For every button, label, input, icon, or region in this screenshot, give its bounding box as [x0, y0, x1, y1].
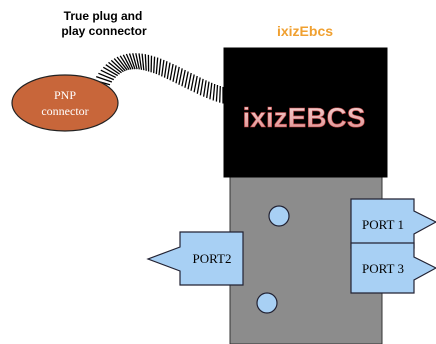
cable-coil-segment: [215, 84, 219, 102]
cable-coil-segment: [144, 54, 147, 71]
cable-coil-segment: [196, 77, 201, 94]
cable-coil-segment: [175, 66, 180, 84]
cable-coil-segment: [155, 57, 159, 75]
device-logo: ixizEBCS: [243, 102, 366, 133]
cable-coil-segment: [199, 78, 204, 96]
cable-coil-segment: [172, 65, 177, 82]
port1-label: PORT 1: [362, 217, 404, 232]
cable-coil-segment: [184, 71, 189, 88]
cable-coil-segment: [206, 81, 210, 99]
port2-label: PORT2: [193, 251, 232, 266]
cable-coil-segment: [138, 53, 143, 70]
cable-coil-segment: [105, 64, 120, 75]
cable-coil-segment: [161, 59, 165, 77]
cable-coil-segment: [202, 80, 207, 97]
cable-coil-segment: [219, 85, 221, 103]
cable-coil-segment: [169, 63, 174, 81]
cable-coil-segment: [110, 59, 124, 73]
cable-coil-segment: [158, 58, 162, 76]
connector-caption-line2: play connector: [61, 24, 147, 38]
cable-coil-segment: [113, 58, 126, 72]
pnp-connector-ellipse: [11, 74, 119, 132]
cable-coil-segment: [119, 55, 130, 71]
cable-coil-segment: [190, 74, 195, 91]
status-led-bottom: [256, 292, 278, 314]
cable-coil-segment: [132, 53, 138, 70]
cable-coil-segment: [187, 72, 192, 90]
pnp-connector-label-line1: PNP: [54, 88, 76, 102]
cable-coil-segment: [128, 53, 136, 70]
port2-arrow: [146, 231, 244, 286]
cable-coil-segment: [193, 75, 198, 93]
cable-coil-segment: [178, 68, 183, 85]
cable-coil-segment: [122, 54, 132, 70]
cable-coil-segment: [212, 83, 216, 101]
pnp-connector-label-line2: connector: [41, 104, 88, 118]
cable-coil-segment: [166, 62, 171, 80]
cable-coil-segment: [135, 53, 140, 70]
cable-coil-segment: [98, 72, 115, 81]
cable-coil-segment: [116, 56, 128, 71]
connector-caption-line1: True plug and: [64, 9, 143, 23]
cable-coil-segment: [141, 53, 145, 71]
port3-label: PORT 3: [362, 261, 404, 276]
cable-coil-segment: [209, 82, 213, 100]
device-title: ixizEbcs: [277, 23, 333, 39]
cable-coil-segment: [153, 56, 156, 74]
cable-coil-segment: [95, 75, 113, 83]
cable-coil-segment: [181, 69, 186, 87]
status-led-top: [268, 205, 290, 227]
device-head: [223, 47, 388, 178]
cable-coil-segment: [125, 53, 134, 70]
cable-coil-segment: [100, 69, 116, 78]
cable-coil-segment: [163, 61, 168, 78]
port3-arrow: [350, 242, 436, 294]
cable-coil-segment: [102, 66, 119, 77]
cable-coil-segment: [108, 61, 122, 74]
